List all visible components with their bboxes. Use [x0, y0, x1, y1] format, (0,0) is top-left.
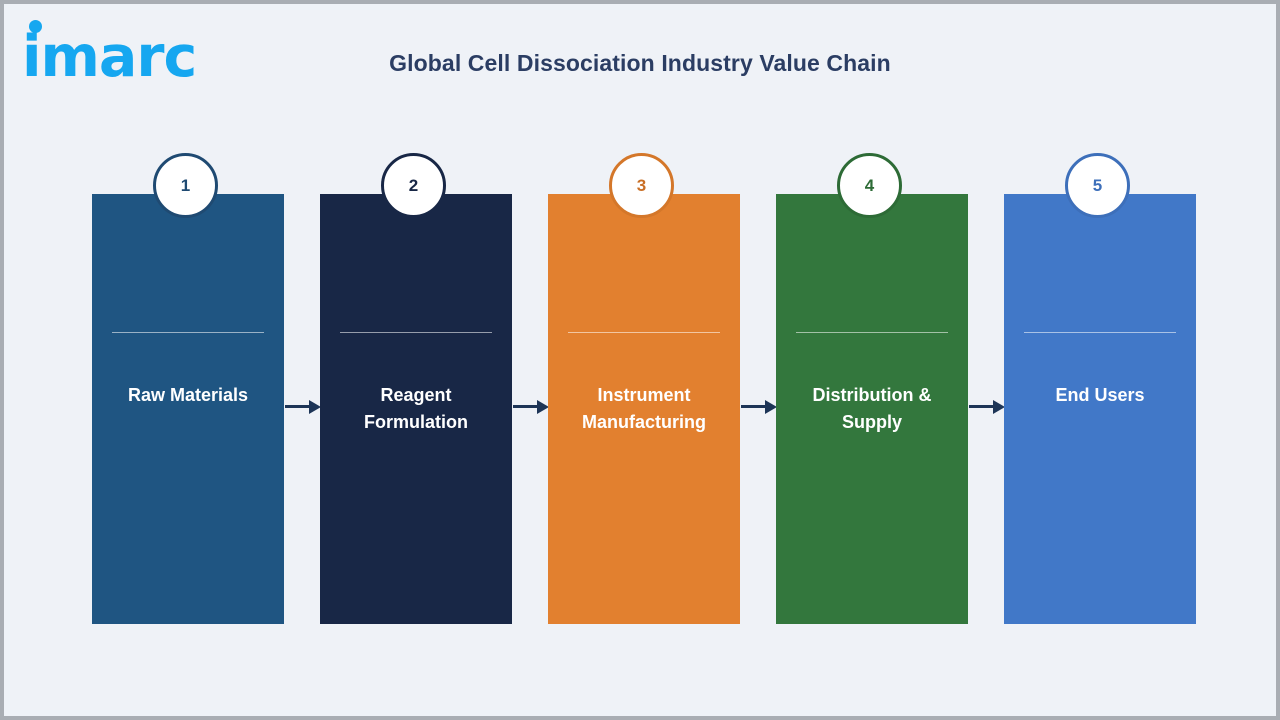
arrow-right-icon	[969, 400, 1005, 414]
stage-divider	[796, 332, 948, 333]
stage-label: Distribution & Supply	[812, 385, 932, 432]
value-chain-stage[interactable]: Raw Materials 1	[92, 153, 284, 624]
stage-label: Instrument Manufacturing	[582, 385, 706, 432]
stage-divider	[340, 332, 492, 333]
stage-label: End Users	[1055, 385, 1145, 405]
arrow-head	[765, 400, 777, 414]
arrow-head	[993, 400, 1005, 414]
value-chain-stage[interactable]: Distribution & Supply 4	[776, 153, 968, 624]
logo-dot-icon	[29, 20, 42, 33]
arrow-line	[741, 405, 767, 408]
infographic-canvas: imarc Global Cell Dissociation Industry …	[4, 4, 1276, 716]
stage-card	[320, 194, 512, 624]
arrow-line	[969, 405, 995, 408]
stage-divider	[112, 332, 264, 333]
arrow-head	[537, 400, 549, 414]
arrow-right-icon	[285, 400, 321, 414]
arrow-line	[513, 405, 539, 408]
stage-divider	[1024, 332, 1176, 333]
value-chain-stage[interactable]: Reagent Formulation 2	[320, 153, 512, 624]
stage-number-badge: 3	[609, 153, 674, 218]
stage-number-badge: 4	[837, 153, 902, 218]
stage-card	[776, 194, 968, 624]
stage-number-badge: 1	[153, 153, 218, 218]
arrow-head	[309, 400, 321, 414]
stage-number-badge: 5	[1065, 153, 1130, 218]
logo-wordmark: imarc	[22, 24, 197, 90]
stage-card	[548, 194, 740, 624]
stage-card	[92, 194, 284, 624]
stage-label: Reagent Formulation	[364, 385, 468, 432]
stage-divider	[568, 332, 720, 333]
stage-number-badge: 2	[381, 153, 446, 218]
arrow-line	[285, 405, 311, 408]
value-chain-stage[interactable]: End Users 5	[1004, 153, 1196, 624]
value-chain-stage[interactable]: Instrument Manufacturing 3	[548, 153, 740, 624]
page-title: Global Cell Dissociation Industry Value …	[389, 50, 891, 76]
stage-card	[1004, 194, 1196, 624]
arrow-right-icon	[741, 400, 777, 414]
stage-label: Raw Materials	[127, 385, 249, 405]
arrow-right-icon	[513, 400, 549, 414]
imarc-logo: imarc	[22, 16, 232, 86]
